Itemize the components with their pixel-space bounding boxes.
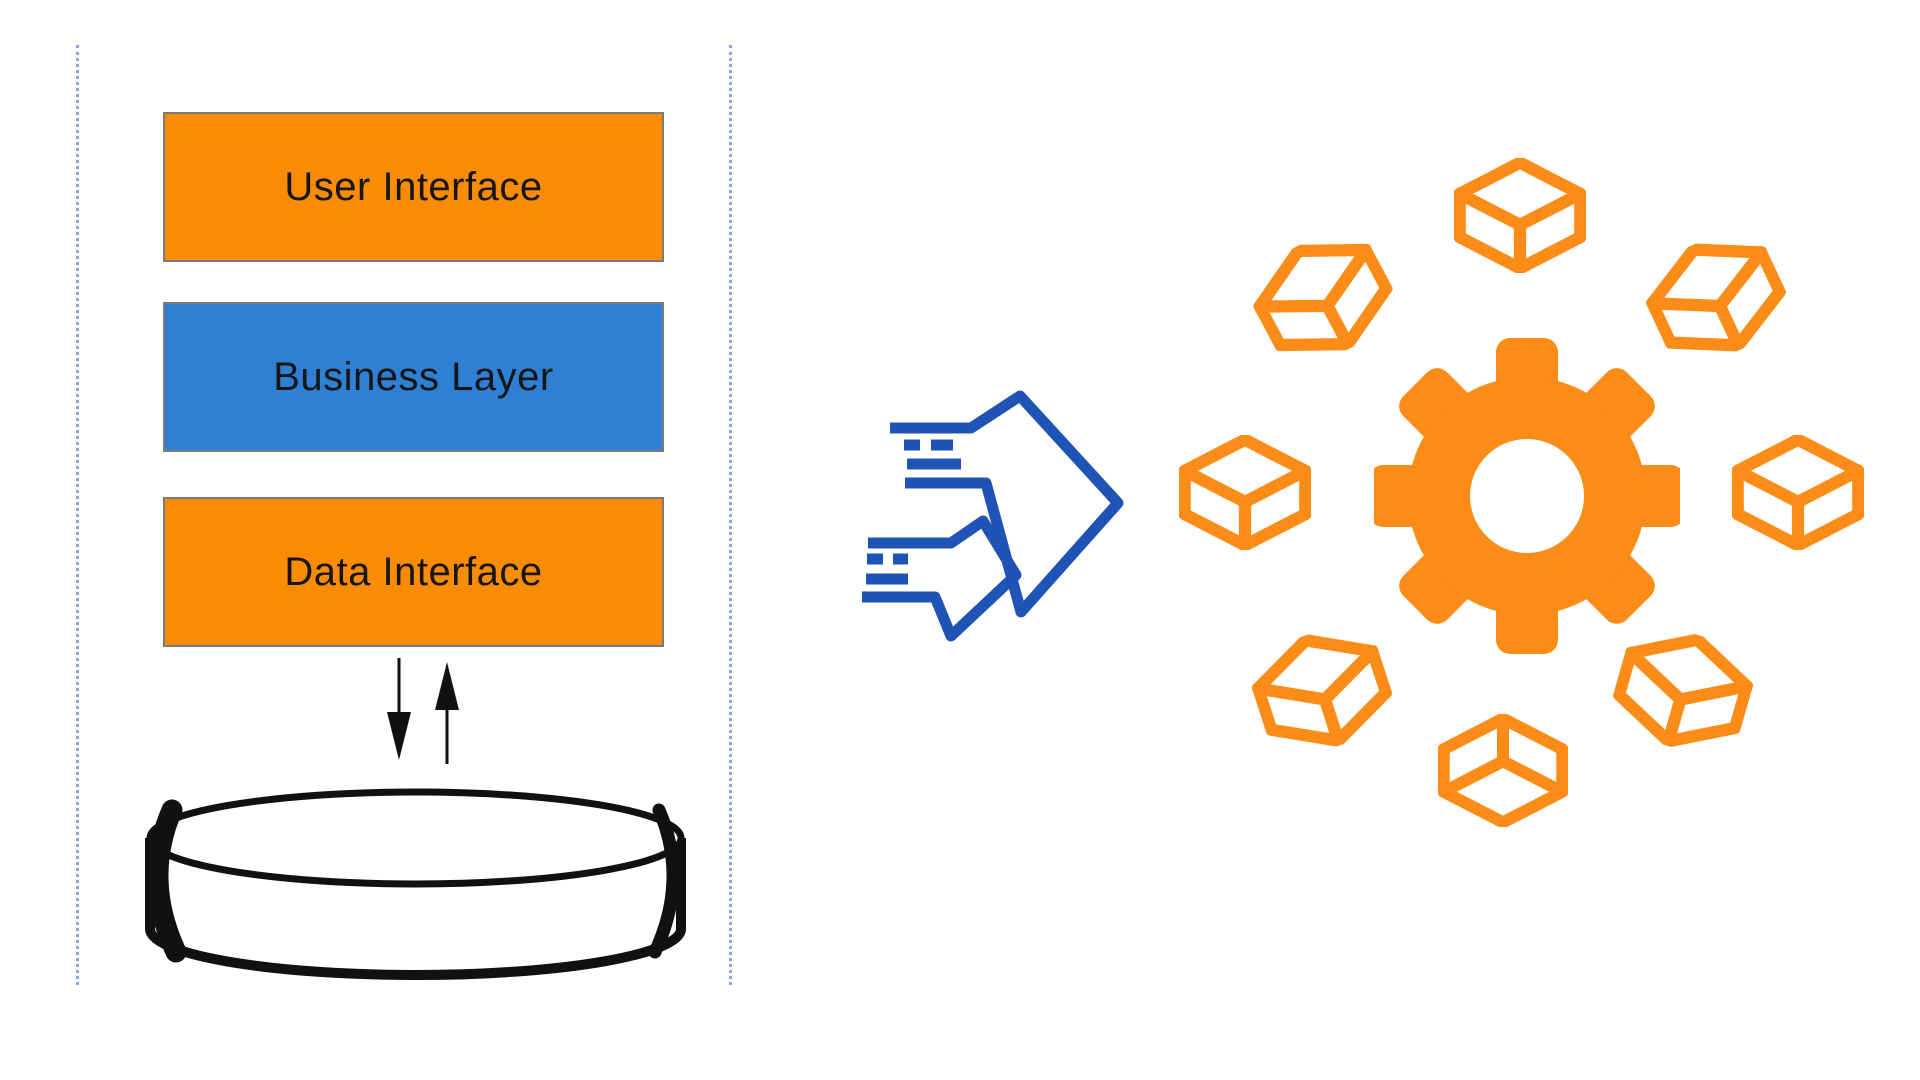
layer-label-business-layer: Business Layer [273, 354, 554, 399]
cube-icon-left [1179, 435, 1311, 550]
fast-incoming-arrows-icon [862, 390, 1124, 642]
up-arrow-icon [435, 662, 459, 764]
layer-box-business-layer: Business Layer [163, 302, 664, 452]
guide-line-right [729, 45, 732, 985]
layer-box-data-interface: Data Interface [163, 497, 664, 647]
cube-icon-bottom-center [1438, 714, 1568, 827]
cube-icon-top-center [1454, 158, 1586, 273]
gear-icon [1374, 338, 1680, 654]
layer-label-user-interface: User Interface [284, 164, 543, 209]
database-cylinder-icon [145, 788, 686, 980]
down-arrow-icon [387, 658, 411, 760]
layer-label-data-interface: Data Interface [284, 549, 543, 594]
guide-line-left [76, 45, 79, 985]
up-down-arrows [387, 658, 459, 764]
cube-icon-right [1732, 435, 1864, 550]
layer-box-user-interface: User Interface [163, 112, 664, 262]
